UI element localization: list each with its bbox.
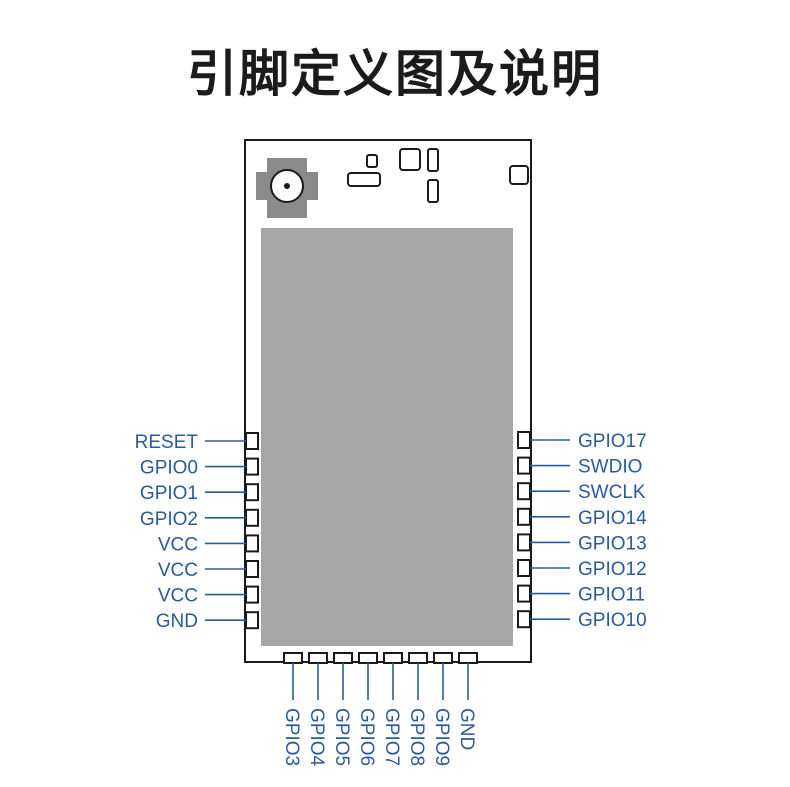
bottom-pin-2: GPIO4 xyxy=(306,652,328,767)
bottom-pin-4: GPIO6 xyxy=(356,652,378,766)
pin-pad xyxy=(517,507,531,526)
left-pin-5: VCC xyxy=(158,534,259,555)
right-pin-1: GPIO17 xyxy=(517,431,647,452)
left-pin-3: GPIO1 xyxy=(140,483,259,504)
right-pin-5: GPIO13 xyxy=(517,533,647,554)
pin-label: GPIO5 xyxy=(331,708,352,766)
smd-components xyxy=(347,148,529,203)
bottom-pin-7: GPIO9 xyxy=(431,652,453,766)
antenna-connector-icon xyxy=(256,158,318,218)
pin-pad xyxy=(308,652,328,664)
bottom-pin-1: GPIO3 xyxy=(281,652,303,766)
pin-pad xyxy=(517,559,531,577)
pin-pad xyxy=(358,652,378,664)
pin-label: GPIO3 xyxy=(281,708,302,766)
pin-pad xyxy=(517,533,531,552)
bottom-pin-6: GPIO8 xyxy=(406,652,428,766)
pin-pad xyxy=(245,457,259,476)
pin-pad xyxy=(517,482,531,501)
right-pin-4: GPIO14 xyxy=(517,507,647,529)
right-pin-8: GPIO10 xyxy=(517,610,647,631)
pin-pad xyxy=(245,611,259,630)
bottom-pin-8: GND xyxy=(456,652,478,750)
left-pin-1: RESET xyxy=(135,432,259,453)
right-pin-6: GPIO12 xyxy=(517,559,647,580)
pin-pad xyxy=(517,456,531,475)
pin-pad xyxy=(517,584,531,603)
pin-label: GPIO7 xyxy=(381,708,402,766)
pin-label: RESET xyxy=(135,432,199,453)
left-pin-6: VCC xyxy=(158,560,259,581)
pin-label: GPIO17 xyxy=(578,431,647,452)
pin-pad xyxy=(408,652,428,664)
pin-label: GND xyxy=(156,611,198,632)
pin-pad xyxy=(433,652,453,664)
pin-pad xyxy=(245,508,259,527)
pin-label: GPIO10 xyxy=(578,610,647,631)
pin-pad xyxy=(458,652,478,664)
right-pin-2: SWDIO xyxy=(517,456,642,478)
pin-pad xyxy=(245,560,259,578)
left-pin-8: GND xyxy=(156,611,259,632)
pin-label: VCC xyxy=(158,560,198,581)
pin-label: GPIO6 xyxy=(356,708,377,766)
pin-label: GPIO12 xyxy=(578,559,647,580)
pin-pad xyxy=(333,652,353,664)
pin-label: GPIO8 xyxy=(406,708,427,766)
pin-label: VCC xyxy=(158,534,198,555)
pin-pad xyxy=(517,431,531,449)
pin-label: GND xyxy=(456,708,477,750)
bottom-pin-3: GPIO5 xyxy=(331,652,353,766)
pin-pad xyxy=(517,610,531,629)
left-pin-2: GPIO0 xyxy=(140,457,259,479)
pin-label: GPIO9 xyxy=(431,708,452,766)
pin-label: GPIO4 xyxy=(306,708,327,767)
pin-label: GPIO1 xyxy=(140,483,198,504)
left-pin-4: GPIO2 xyxy=(140,508,259,530)
pin-pad xyxy=(245,534,259,553)
pin-pad xyxy=(383,652,403,664)
right-pin-3: SWCLK xyxy=(517,482,646,503)
pin-pad xyxy=(245,432,259,450)
pin-label: SWCLK xyxy=(578,482,646,503)
bottom-pin-5: GPIO7 xyxy=(381,652,403,766)
pin-label: VCC xyxy=(158,586,198,607)
pin-pad xyxy=(283,652,303,664)
pin-label: GPIO11 xyxy=(578,585,645,606)
page-title: 引脚定义图及说明 xyxy=(187,45,603,103)
pin-pad xyxy=(245,483,259,502)
pin-label: GPIO13 xyxy=(578,533,647,554)
pin-pad xyxy=(245,585,259,604)
left-pin-7: VCC xyxy=(158,585,259,607)
shield-can xyxy=(261,228,513,646)
pin-label: GPIO0 xyxy=(140,458,198,479)
pin-label: SWDIO xyxy=(578,457,642,478)
right-pin-7: GPIO11 xyxy=(517,584,645,606)
pin-label: GPIO2 xyxy=(140,509,198,530)
pin-label: GPIO14 xyxy=(578,508,647,529)
